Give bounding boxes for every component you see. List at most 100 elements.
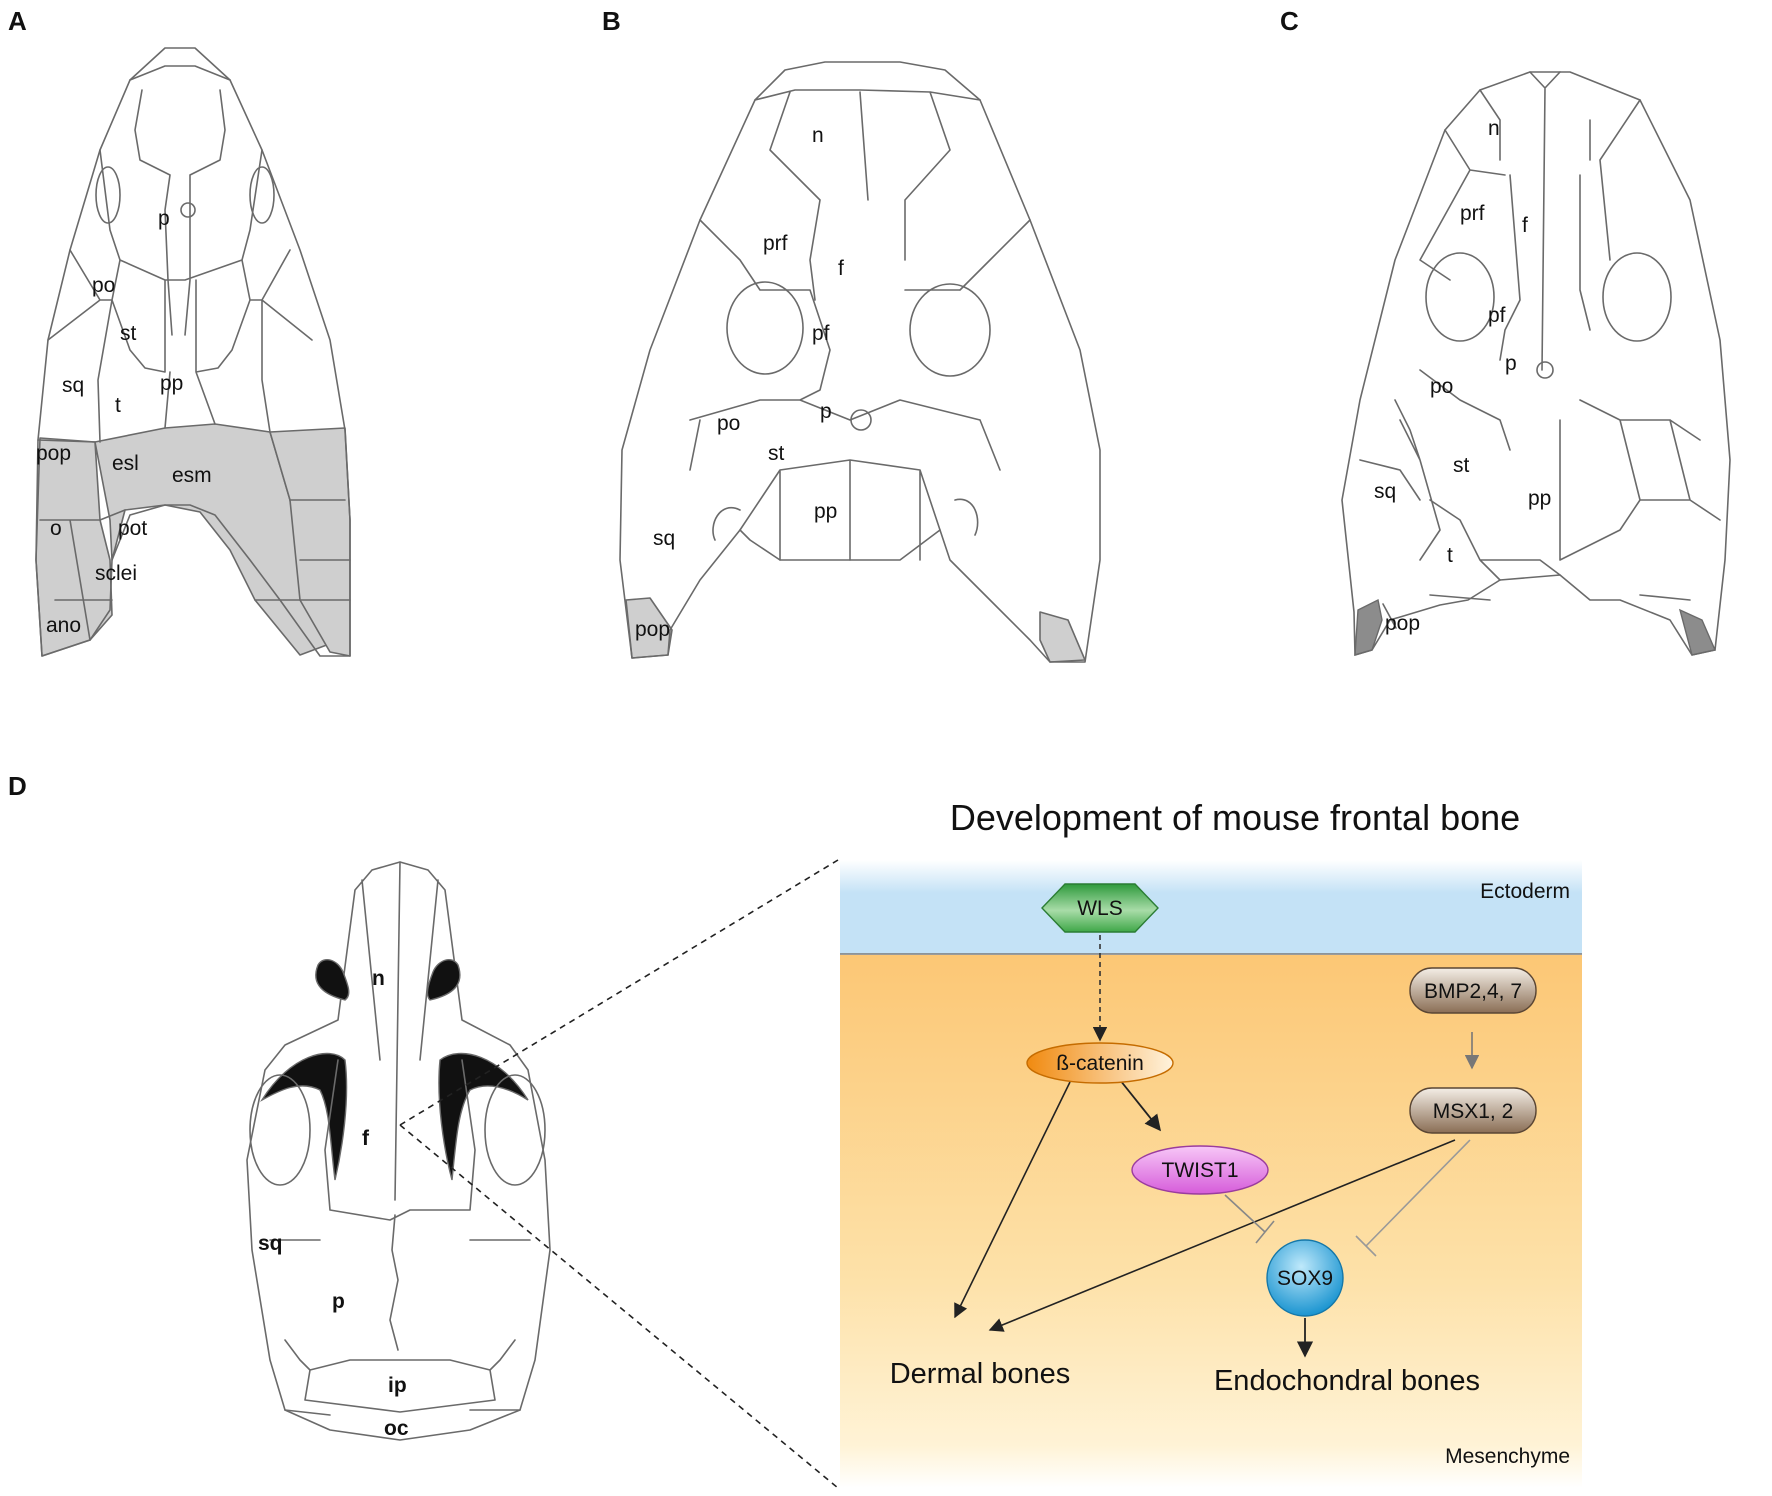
label-b-n: n [812, 124, 824, 147]
otic-notch-b-right [954, 498, 979, 536]
label-d-p: p [332, 1290, 345, 1313]
skull-outline-a [35, 47, 351, 657]
label-c-pp: pp [1528, 487, 1551, 510]
orbit-c-right [1602, 252, 1672, 342]
label-a-po: po [92, 274, 115, 297]
outcome-dermal: Dermal bones [890, 1358, 1071, 1390]
node-msx: MSX1, 2 [1409, 1087, 1537, 1134]
label-d-f: f [362, 1127, 370, 1150]
label-d-sq: sq [258, 1232, 283, 1255]
otic-notch-b-left [712, 507, 741, 541]
label-a-pp: pp [160, 372, 183, 395]
orbit-b-right [909, 283, 991, 377]
label-c-p: p [1505, 352, 1517, 375]
pop-region-b-right [1039, 611, 1086, 663]
node-sox9: SOX9 [1266, 1239, 1344, 1317]
sutures-c [1359, 71, 1721, 601]
label-b-prf: prf [763, 232, 788, 255]
label-b-sq: sq [653, 527, 675, 550]
label-b-pop: pop [635, 618, 670, 641]
arrow-bcatenin-dermal [954, 1081, 1071, 1319]
label-a-ano: ano [46, 614, 81, 637]
ectoderm-layer [840, 860, 1582, 954]
node-wls-label: WLS [1077, 897, 1123, 920]
label-b-pf: pf [812, 322, 830, 345]
label-b-pp: pp [814, 500, 837, 523]
orbit-d-right-crescent [438, 1052, 529, 1181]
orbit-d-right-ring [484, 1074, 546, 1186]
orbit-c-left [1425, 252, 1495, 342]
label-d-ip: ip [388, 1374, 407, 1397]
label-c-po: po [1430, 375, 1453, 398]
node-twist1: TWIST1 [1131, 1145, 1269, 1195]
panel-d-skull: D n f sq p ip oc [8, 771, 839, 1489]
label-b-f: f [838, 257, 844, 280]
arrow-bcatenin-twist1 [1119, 1079, 1162, 1132]
orbit-d-left-crescent [259, 1052, 348, 1181]
node-msx-label: MSX1, 2 [1433, 1100, 1514, 1123]
label-c-sq: sq [1374, 480, 1396, 503]
label-b-p: p [820, 400, 832, 423]
label-c-prf: prf [1460, 202, 1485, 225]
sutures-a [37, 65, 351, 641]
node-bmp-label: BMP2,4, 7 [1424, 980, 1522, 1003]
panel-b: B n prf f pf p po st pp sq pop [602, 6, 1101, 663]
skull-outline-c [1341, 71, 1731, 656]
outcome-endochondral: Endochondral bones [1214, 1365, 1480, 1397]
label-a-sclei: sclei [95, 562, 137, 585]
node-bmp: BMP2,4, 7 [1409, 967, 1537, 1014]
node-twist1-label: TWIST1 [1162, 1159, 1239, 1182]
label-a-t: t [115, 394, 121, 417]
panel-letter-b: B [602, 6, 621, 36]
label-a-p: p [158, 207, 170, 230]
panel-letter-c: C [1280, 6, 1299, 36]
node-sox9-label: SOX9 [1277, 1267, 1333, 1290]
node-wls: WLS [1041, 883, 1159, 933]
label-b-po: po [717, 412, 740, 435]
pop-region-c-right [1678, 608, 1716, 656]
orbit-b-left [726, 281, 804, 375]
panel-letter-d: D [8, 771, 27, 801]
label-c-f: f [1522, 214, 1528, 237]
label-a-pop: pop [36, 442, 71, 465]
sutures-d [269, 861, 531, 1416]
label-c-st: st [1453, 454, 1470, 477]
node-bcatenin-label: ß-catenin [1056, 1052, 1144, 1075]
mesenchyme-layer [840, 955, 1582, 1488]
pop-region-c-left [1354, 598, 1383, 656]
label-a-o: o [50, 517, 62, 540]
label-d-n: n [372, 967, 385, 990]
label-a-esl: esl [112, 452, 139, 475]
label-c-t: t [1447, 544, 1453, 567]
label-c-pf: pf [1488, 304, 1506, 327]
pineal-foramen-a [180, 202, 196, 218]
label-c-n: n [1488, 117, 1500, 140]
label-a-pot: pot [118, 517, 147, 540]
orbit-d-left-ring [249, 1074, 311, 1186]
panel-a: A p po st sq t pp pop esl esm o pot scle… [8, 6, 351, 657]
mesenchyme-label: Mesenchyme [1445, 1445, 1570, 1468]
ectoderm-label: Ectoderm [1480, 880, 1570, 903]
pathway-diagram: Development of mouse frontal bone Ectode… [840, 797, 1582, 1488]
skull-outline-b [619, 61, 1101, 663]
panel-letter-a: A [8, 6, 27, 36]
label-b-st: st [768, 442, 785, 465]
rosette-left [95, 166, 121, 224]
label-a-esm: esm [172, 464, 212, 487]
pathway-title: Development of mouse frontal bone [950, 797, 1520, 838]
label-d-oc: oc [384, 1417, 409, 1440]
arrow-msx-dermal [988, 1139, 1456, 1332]
label-a-sq: sq [62, 374, 84, 397]
label-c-pop: pop [1385, 612, 1420, 635]
inhibit-msx-sox9 [1355, 1139, 1471, 1257]
pop-leader-c [1382, 603, 1397, 629]
zoom-line-upper [399, 859, 839, 1126]
pineal-foramen-c [1536, 361, 1554, 379]
panel-c: C n prf f pf p po st pp sq t pop [1280, 6, 1731, 656]
rosette-right [249, 166, 275, 224]
inhibit-twist1-sox9 [1224, 1194, 1275, 1244]
zoom-line-lower [399, 1124, 839, 1489]
node-bcatenin: ß-catenin [1026, 1042, 1174, 1084]
sutures-b [689, 89, 1031, 561]
